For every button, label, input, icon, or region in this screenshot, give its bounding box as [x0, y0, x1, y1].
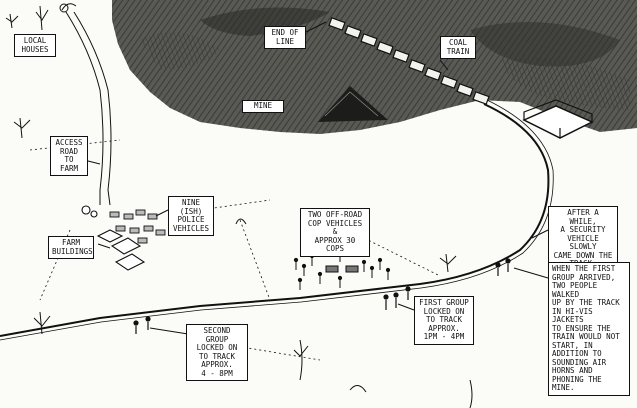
label-two-offroad: TWO OFF-ROAD COP VEHICLES & APPROX 30 CO… [300, 208, 370, 257]
label-nine-police: NINE (ISH) POLICE VEHICLES [168, 196, 214, 236]
label-farm-buildings: FARM BUILDINGS [48, 236, 94, 259]
label-first-group-arrived: WHEN THE FIRST GROUP ARRIVED, TWO PEOPLE… [548, 262, 630, 396]
access-road [65, 11, 112, 206]
label-local-houses: LOCAL HOUSES [14, 34, 56, 57]
railway-track [0, 99, 554, 341]
mine-shed [522, 99, 594, 139]
spoil-heap [318, 86, 388, 122]
pointer-lines [83, 21, 549, 335]
label-second-group: SECOND GROUP LOCKED ON TO TRACK APPROX. … [186, 324, 248, 381]
police-vehicles-farm [109, 209, 166, 244]
protesters [133, 258, 511, 334]
label-coal-train: COAL TRAIN [440, 36, 476, 59]
trees-top-left [5, 3, 77, 139]
label-end-of-line: END OF LINE [264, 26, 306, 49]
bushes [33, 218, 473, 408]
label-first-group-locked: FIRST GROUP LOCKED ON TO TRACK APPROX. 1… [414, 296, 474, 345]
label-security-vehicle: AFTER A WHILE, A SECURITY VEHICLE SLOWLY… [548, 206, 618, 272]
label-access-road: ACCESS ROAD TO FARM [50, 136, 88, 176]
label-mine: MINE [242, 100, 284, 113]
farm-buildings-drawing [81, 205, 146, 271]
offroad-cops [293, 253, 391, 290]
